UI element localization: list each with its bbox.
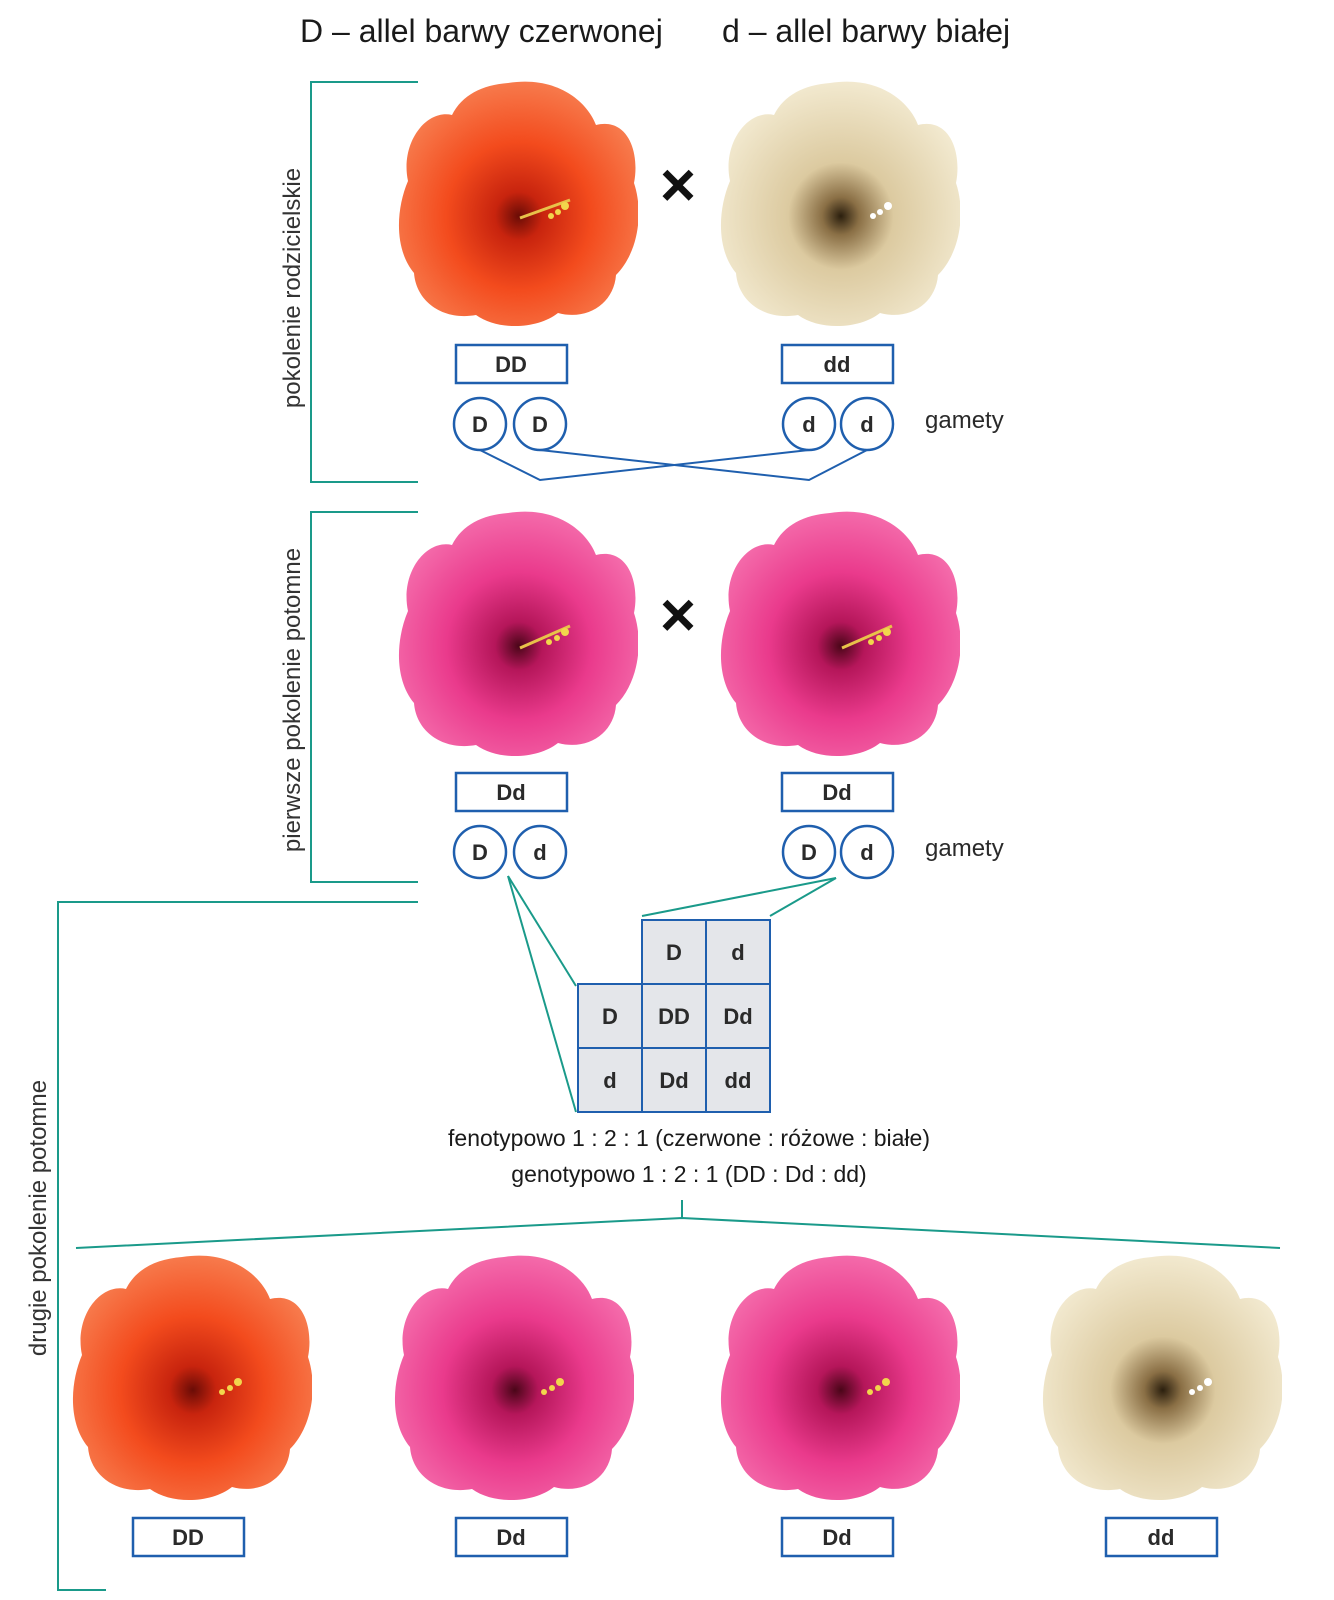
cross-symbol-f1: × — [660, 581, 696, 650]
genotype-box-f2-4 — [1104, 1516, 1219, 1558]
gamete-connectors — [479, 449, 868, 482]
punnett-value-1-2: Dd — [723, 1004, 752, 1029]
flower-f2-3-pink — [720, 1255, 960, 1501]
cross-symbol-parental: × — [660, 151, 696, 220]
flower-pink-f1-right — [720, 511, 960, 757]
genotype-box-parent-right — [780, 343, 895, 385]
bracket-second — [57, 901, 418, 1591]
punnett-cell-2-2 — [705, 1047, 771, 1113]
bracket-parental — [310, 81, 418, 483]
genotype-f2-3: Dd — [822, 1525, 851, 1550]
genotype-box-parent-left — [454, 343, 569, 385]
flower-f2-2-pink — [394, 1255, 634, 1501]
genotype-f2-4: dd — [1148, 1525, 1175, 1550]
genotype-parent-right: dd — [824, 352, 851, 377]
punnett-col-header-2: d — [731, 940, 744, 965]
punnett-col-header-cell-2 — [705, 919, 771, 985]
flower-pink-f1-left — [398, 511, 638, 757]
flower-red-parent — [398, 81, 638, 327]
label-first-generation: pierwsze pokolenie potomne — [279, 548, 306, 852]
punnett-cell-1-2 — [705, 983, 771, 1049]
punnett-col-header-1: D — [666, 940, 682, 965]
punnett-row-header-cell-1 — [577, 983, 643, 1049]
gamete-f1-left-1 — [452, 824, 508, 880]
punnett-square — [577, 919, 771, 1113]
punnett-value-1-1: DD — [658, 1004, 690, 1029]
flower-f2-4-white — [1042, 1255, 1282, 1501]
genotype-box-f2-1 — [131, 1516, 246, 1558]
genotype-parent-left: DD — [495, 352, 527, 377]
genotype-f1-left: Dd — [496, 780, 525, 805]
f2-bracket — [75, 1200, 1281, 1249]
gamete-text-f1-right-2: d — [860, 840, 873, 865]
genotypic-ratio: genotypowo 1 : 2 : 1 (DD : Dd : dd) — [511, 1161, 866, 1187]
genotype-f1-right: Dd — [822, 780, 851, 805]
gamete-text-parent-left-2: D — [532, 412, 548, 437]
gamete-text-f1-right-1: D — [801, 840, 817, 865]
bracket-first — [310, 511, 418, 883]
label-parental-generation: pokolenie rodzicielskie — [279, 168, 306, 408]
punnett-row-header-2: d — [603, 1068, 616, 1093]
flower-white-parent — [720, 81, 960, 327]
punnett-value-2-1: Dd — [659, 1068, 688, 1093]
gamete-text-parent-left-1: D — [472, 412, 488, 437]
punnett-value-2-2: dd — [725, 1068, 752, 1093]
punnett-cell-1-1 — [641, 983, 707, 1049]
flower-f2-1-red — [72, 1255, 312, 1501]
phenotypic-ratio: fenotypowo 1 : 2 : 1 (czerwone : różowe … — [448, 1125, 930, 1151]
gamete-f1-right-2 — [839, 824, 895, 880]
genotype-box-f1-left — [454, 771, 569, 813]
gametes-label-f1: gamety — [925, 835, 1004, 862]
label-second-generation: drugie pokolenie potomne — [25, 1080, 52, 1356]
genotype-f2-1: DD — [172, 1525, 204, 1550]
genotype-box-f1-right — [780, 771, 895, 813]
gamete-f1-left-2 — [512, 824, 568, 880]
punnett-cell-2-1 — [641, 1047, 707, 1113]
gamete-f1-right-1 — [781, 824, 837, 880]
gamete-text-f1-left-1: D — [472, 840, 488, 865]
punnett-row-header-1: D — [602, 1004, 618, 1029]
punnett-funnel-lines — [507, 875, 837, 1113]
allele-recessive-legend: d – allel barwy białej — [722, 13, 1010, 49]
gamete-text-parent-right-1: d — [802, 412, 815, 437]
allele-dominant-legend: D – allel barwy czerwonej — [300, 13, 663, 49]
genotype-box-f2-3 — [780, 1516, 895, 1558]
genotype-f2-2: Dd — [496, 1525, 525, 1550]
gamete-text-parent-right-2: d — [860, 412, 873, 437]
genotype-box-f2-2 — [454, 1516, 569, 1558]
gamete-text-f1-left-2: d — [533, 840, 546, 865]
gametes-label-parental: gamety — [925, 407, 1004, 434]
